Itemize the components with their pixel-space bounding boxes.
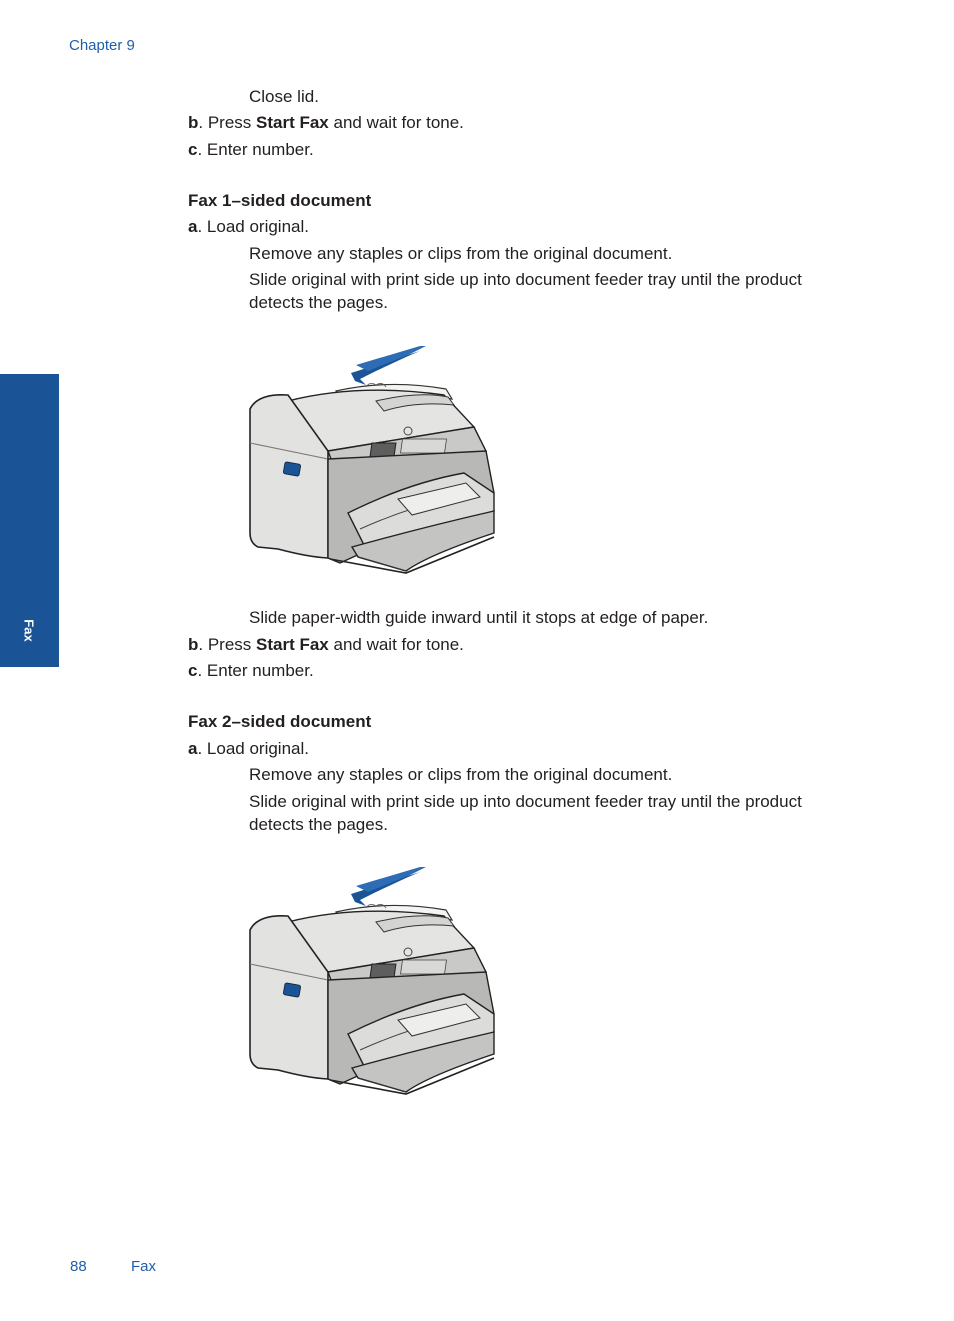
step-suffix: and wait for tone. bbox=[328, 635, 464, 654]
remove-staples-text: Remove any staples or clips from the ori… bbox=[249, 244, 673, 263]
step-suffix: and wait for tone. bbox=[328, 113, 464, 132]
step-text: . Enter number. bbox=[197, 140, 314, 159]
step-a-load-original: a. Load original. bbox=[188, 217, 309, 237]
slide-original-text-line2: detects the pages. bbox=[249, 293, 388, 312]
step-text: . Load original. bbox=[197, 217, 309, 236]
heading-fax-2-sided: Fax 2–sided document bbox=[188, 712, 372, 731]
side-tab-label: Fax bbox=[21, 618, 37, 642]
step-letter: c bbox=[188, 661, 198, 680]
step-b-start-fax: b. Press Start Fax and wait for tone. bbox=[188, 635, 464, 655]
printer-illustration-1 bbox=[248, 343, 508, 583]
step-a-load-original: a. Load original. bbox=[188, 739, 309, 759]
slide-original-text-line2: detects the pages. bbox=[249, 815, 388, 834]
step-text: . Enter number. bbox=[197, 661, 314, 680]
heading-fax-1-sided: Fax 1–sided document bbox=[188, 191, 372, 210]
step-letter: a bbox=[188, 217, 198, 236]
chapter-header: Chapter 9 bbox=[69, 37, 135, 54]
slide-guide-text: Slide paper-width guide inward until it … bbox=[249, 608, 709, 627]
step-b-start-fax: b. Press Start Fax and wait for tone. bbox=[188, 113, 464, 133]
step-prefix: . Press bbox=[198, 113, 257, 132]
step-c-enter-number: c. Enter number. bbox=[188, 140, 314, 160]
step-letter: b bbox=[188, 635, 199, 654]
side-tab: Fax bbox=[0, 374, 59, 667]
step-letter: a bbox=[188, 739, 198, 758]
start-fax-label: Start Fax bbox=[256, 635, 329, 654]
step-prefix: . Press bbox=[198, 635, 257, 654]
remove-staples-text: Remove any staples or clips from the ori… bbox=[249, 765, 673, 784]
step-c-enter-number: c. Enter number. bbox=[188, 661, 314, 681]
start-fax-label: Start Fax bbox=[256, 113, 329, 132]
printer-illustration-2 bbox=[248, 864, 508, 1104]
close-lid-text: Close lid. bbox=[249, 87, 319, 106]
step-letter: c bbox=[188, 140, 198, 159]
slide-original-text-line1: Slide original with print side up into d… bbox=[249, 792, 802, 811]
footer-section: Fax bbox=[131, 1258, 157, 1275]
step-letter: b bbox=[188, 113, 199, 132]
slide-original-text-line1: Slide original with print side up into d… bbox=[249, 270, 802, 289]
page-number: 88 bbox=[70, 1258, 87, 1275]
step-text: . Load original. bbox=[197, 739, 309, 758]
